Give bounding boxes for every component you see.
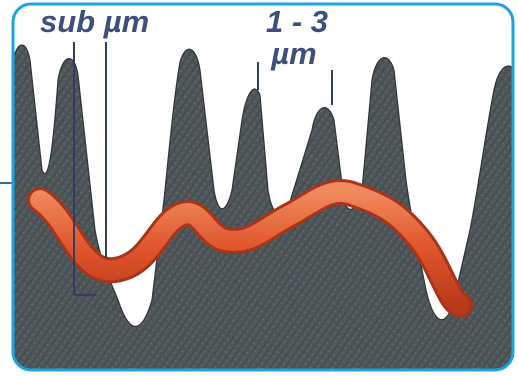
label-range-unit: µm xyxy=(270,36,316,71)
label-sub-um: sub µm xyxy=(40,4,149,39)
label-range-top: 1 - 3 xyxy=(266,4,328,39)
